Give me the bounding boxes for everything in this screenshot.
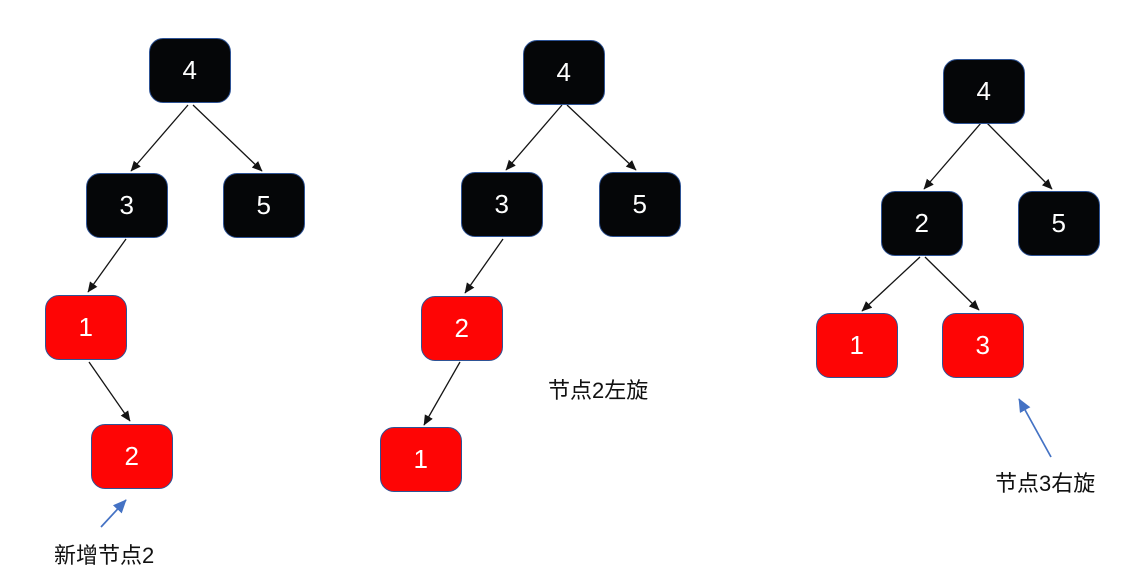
tree2-node-5: 5 [599, 172, 681, 237]
edge-tree1-4-3 [130, 104, 189, 172]
edge-tree3-2-3 [924, 256, 980, 311]
tree1-node-3: 3 [86, 173, 168, 238]
tree1-node-2: 2 [91, 424, 173, 489]
tree3-node-5: 5 [1018, 191, 1100, 256]
edge-tree1-4-5 [192, 104, 263, 172]
edge-tree2-4-3 [505, 104, 563, 171]
tree2-node-3: 3 [461, 172, 543, 237]
annotation-right-rotate-3: 节点3右旋 [995, 471, 1096, 496]
edge-tree2-2-1 [423, 361, 461, 426]
annotation-arrow-rotate-icon [1018, 398, 1052, 458]
tree1-node-5: 5 [223, 173, 305, 238]
edge-tree1-1-2 [88, 361, 131, 422]
tree1-node-4: 4 [149, 38, 231, 103]
annotation-left-rotate-2: 节点2左旋 [548, 378, 649, 403]
tree2-node-2: 2 [421, 296, 503, 361]
tree3-node-1: 1 [816, 313, 898, 378]
edge-tree3-4-5 [986, 122, 1053, 190]
tree2-node-1: 1 [380, 427, 462, 492]
tree3-node-3: 3 [942, 313, 1024, 378]
tree1-node-1: 1 [45, 295, 127, 360]
tree2-node-4: 4 [523, 40, 605, 105]
edge-tree3-2-1 [861, 256, 921, 312]
tree3-node-4: 4 [943, 59, 1025, 124]
tree3-node-2: 2 [881, 191, 963, 256]
edge-tree2-4-5 [566, 104, 637, 171]
edge-tree1-3-1 [87, 238, 127, 293]
annotation-arrow-insert-icon [100, 499, 127, 528]
annotation-insert-node-2: 新增节点2 [54, 543, 155, 568]
edge-tree3-4-2 [923, 122, 982, 190]
edge-tree2-3-2 [464, 238, 504, 294]
